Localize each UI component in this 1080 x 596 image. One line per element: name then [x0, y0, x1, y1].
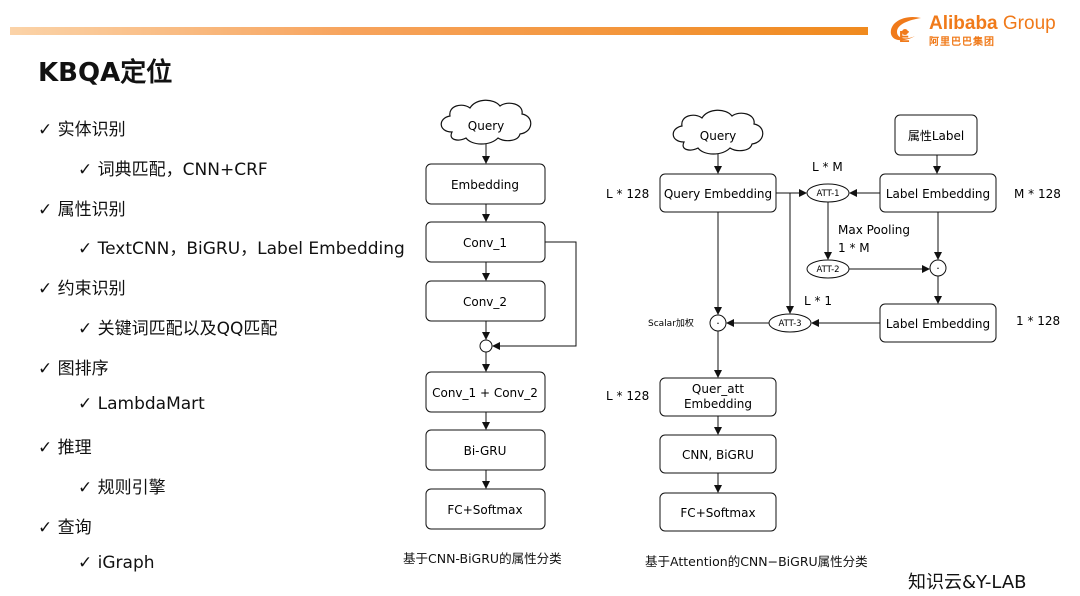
right-label-embedding-label: Label Embedding	[886, 187, 990, 201]
right-label-embedding2-label: Label Embedding	[886, 317, 990, 331]
svg-text:E: E	[899, 29, 910, 46]
outline-item: ✓ 约束识别	[38, 279, 126, 299]
right-diagram-caption: 基于Attention的CNN−BiGRU属性分类	[645, 554, 868, 569]
right-att1-label: ATT-1	[816, 189, 839, 199]
left-conv2-label: Conv_2	[463, 295, 507, 309]
logo-chinese-text: 阿里巴巴集团	[929, 37, 995, 48]
left-query-label: Query	[468, 119, 504, 133]
left-fc-label: FC+Softmax	[447, 503, 522, 517]
left-sum-label: Conv_1 + Conv_2	[432, 386, 538, 400]
right-quer-att-label-1: Quer_att	[692, 382, 744, 396]
outline-subitem: ✓ LambdaMart	[78, 394, 205, 414]
left-combine-node	[479, 339, 493, 353]
left-skip-connection	[492, 241, 577, 350]
right-dot-bottom-label: ·	[716, 317, 720, 330]
right-query-label: Query	[700, 129, 736, 143]
left-bigru-label: Bi-GRU	[464, 444, 507, 458]
right-dot-top-label: ·	[936, 262, 940, 275]
right-query-cloud	[672, 109, 764, 155]
right-att3-label: ATT-3	[778, 319, 801, 329]
right-att2-label: ATT-2	[816, 265, 839, 275]
right-scalar-label: Scalar加权	[648, 317, 694, 329]
right-fc-label: FC+Softmax	[680, 506, 755, 520]
cnn-bigru-diagram: Query Embedding Conv_1 Conv_2 Conv_1 + C…	[425, 99, 577, 530]
right-quer-att-label-2: Embedding	[684, 397, 752, 411]
right-label-text: 属性Label	[908, 129, 964, 143]
logo-brand-text: Alibaba Group	[929, 13, 1056, 34]
right-m128-label: M * 128	[1014, 187, 1061, 201]
outline-item: ✓ 属性识别	[38, 200, 126, 220]
outline-subitem: ✓ iGraph	[78, 553, 155, 573]
right-fc-box	[659, 492, 777, 532]
page-title: KBQA定位	[38, 58, 173, 88]
right-l128-label: L * 128	[606, 187, 649, 201]
outline-subitem: ✓ 关键词匹配以及QQ匹配	[78, 319, 278, 339]
outline-subitem: ✓ 规则引擎	[78, 478, 166, 498]
left-fc-box	[425, 488, 546, 530]
right-l1-label: L * 1	[804, 294, 832, 308]
outline-item: ✓ 图排序	[38, 359, 109, 379]
outline-item: ✓ 实体识别	[38, 120, 126, 140]
right-l128b-label: L * 128	[606, 389, 649, 403]
right-cnn-bigru-label: CNN, BiGRU	[682, 448, 754, 462]
attention-cnn-bigru-diagram: Query 属性Label Query Embedding Label Embe…	[606, 109, 1061, 532]
right-label-box	[894, 114, 978, 156]
outline-subitem: ✓ 词典匹配，CNN+CRF	[78, 160, 268, 180]
right-lm-label: L * M	[812, 160, 843, 174]
right-query-embedding-label: Query Embedding	[664, 187, 772, 201]
left-embedding-label: Embedding	[451, 178, 519, 192]
right-1128-label: 1 * 128	[1016, 314, 1060, 328]
alibaba-logo-icon: E	[890, 16, 921, 46]
outline-item: ✓ 推理	[38, 438, 92, 458]
right-1m-label: 1 * M	[838, 241, 870, 255]
alibaba-group-logo: E Alibaba Group 阿里巴巴集团	[885, 12, 1065, 48]
left-conv1-label: Conv_1	[463, 236, 507, 250]
left-diagram-caption: 基于CNN-BiGRU的属性分类	[403, 551, 562, 566]
header-accent-bar	[10, 27, 868, 35]
footer-credit: 知识云&Y-LAB	[908, 572, 1027, 593]
left-query-cloud	[440, 99, 532, 145]
outline-subitem: ✓ TextCNN，BiGRU，Label Embedding	[78, 239, 405, 259]
right-max-pooling-label: Max Pooling	[838, 223, 910, 237]
outline-item: ✓ 查询	[38, 518, 92, 538]
